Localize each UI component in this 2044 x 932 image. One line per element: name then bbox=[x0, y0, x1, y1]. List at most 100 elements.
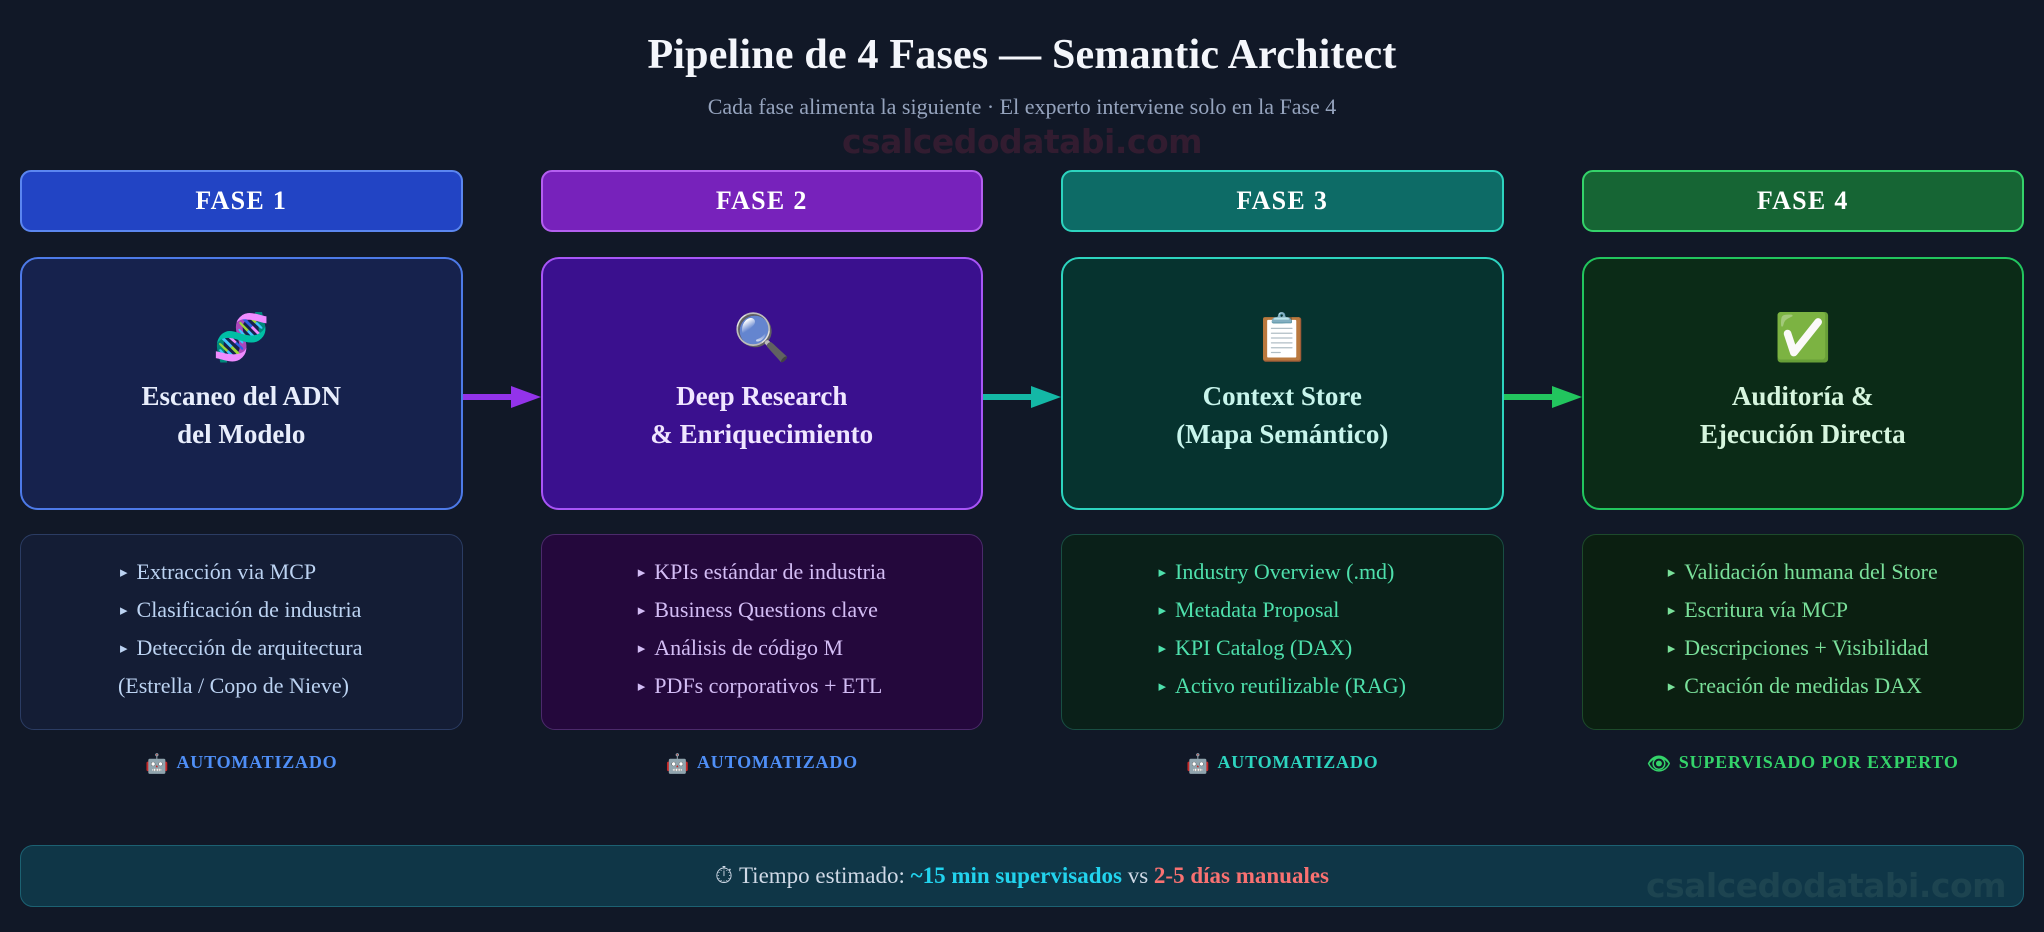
phase-header-3[interactable]: FASE 3 bbox=[1061, 170, 1504, 232]
phase-status-1: 🤖 AUTOMATIZADO bbox=[20, 752, 463, 775]
list-item-label: Activo reutilizable (RAG) bbox=[1175, 672, 1406, 698]
phase-status-3: 🤖 AUTOMATIZADO bbox=[1061, 752, 1504, 775]
list-item: ▸ Análisis de código M bbox=[638, 633, 886, 663]
bullet-list-inner: ▸ Industry Overview (.md) ▸ Metadata Propos… bbox=[1159, 557, 1406, 709]
bullet-marker-icon: ▸ bbox=[119, 565, 128, 581]
phase-card-title-2: Deep Research & Enriquecimiento bbox=[650, 381, 874, 449]
time-slow: 2-5 días manuales bbox=[1153, 863, 1329, 888]
list-item-label: Business Questions clave bbox=[654, 596, 878, 622]
status-badge: AUTOMATIZADO bbox=[1217, 751, 1379, 772]
list-item: ▸ Escritura vía MCP bbox=[1668, 595, 1938, 625]
footer-bar: ⏱Tiempo estimado: ~15 min supervisados v… bbox=[20, 845, 2024, 907]
time-middle: vs bbox=[1121, 863, 1154, 888]
phase-header-1[interactable]: FASE 1 bbox=[20, 170, 463, 232]
phase-card-title-3: Context Store (Mapa Semántico) bbox=[1176, 381, 1389, 449]
list-item-label: Extracción via MCP bbox=[136, 559, 317, 584]
clipboard-icon: 📋 bbox=[1253, 310, 1311, 365]
bullet-list-inner: ▸ Extracción via MCP ▸ Clasificación de ind… bbox=[117, 557, 363, 709]
list-item-label: KPIs estándar de industria bbox=[654, 559, 886, 584]
phase-bullet-list-1: ▸ Extracción via MCP ▸ Clasificación de ind… bbox=[20, 534, 463, 730]
bullet-marker-icon: ▸ bbox=[637, 602, 646, 619]
flow-arrow-2 bbox=[983, 384, 1061, 410]
list-item: ▸ Extracción via MCP bbox=[120, 557, 363, 587]
phase-card-title-4: Auditoría & Ejecución Directa bbox=[1699, 381, 1906, 449]
phase-column-4: FASE 4 ✅ Auditoría & Ejecución Directa ▸ Val… bbox=[1581, 170, 2025, 775]
list-item: ▸ KPI Catalog (DAX) bbox=[1159, 633, 1406, 663]
robot-icon: 🤖 bbox=[1186, 752, 1211, 775]
list-item-label: KPI Catalog (DAX) bbox=[1175, 634, 1353, 660]
page-subtitle: Cada fase alimenta la siguiente · El exp… bbox=[707, 94, 1337, 120]
list-item: (Estrella / Copo de Nieve) bbox=[117, 671, 363, 701]
bullet-marker-icon: ▸ bbox=[119, 602, 128, 619]
phase-column-3: FASE 3 📋 Context Store (Mapa Semántico) ▸ In… bbox=[1061, 170, 1504, 775]
stopwatch-icon: ⏱ bbox=[714, 863, 733, 889]
list-item: ▸ Industry Overview (.md) bbox=[1159, 557, 1406, 587]
list-item: ▸ Detección de arquitectura bbox=[120, 633, 363, 663]
list-item-label: Industry Overview (.md) bbox=[1175, 559, 1395, 584]
list-item-label: Validación humana del Store bbox=[1684, 559, 1938, 584]
list-item-label: Detección de arquitectura bbox=[136, 634, 363, 660]
bullet-marker-icon: ▸ bbox=[1667, 565, 1676, 581]
phase-card-title-1: Escaneo del ADN del Modelo bbox=[141, 381, 341, 449]
phase-bullet-list-4: ▸ Validación humana del Store ▸ Escritura v… bbox=[1581, 534, 2024, 730]
watermark-top: csalcedodatabi.com bbox=[841, 122, 1203, 161]
robot-icon: 🤖 bbox=[665, 752, 690, 775]
list-item: ▸ PDFs corporativos + ETL bbox=[638, 671, 886, 701]
page-title: Pipeline de 4 Fases — Semantic Architect bbox=[647, 32, 1397, 78]
phase-header-2[interactable]: FASE 2 bbox=[540, 170, 983, 232]
flow-arrow-1 bbox=[462, 384, 541, 410]
status-badge: SUPERVISADO POR EXPERTO bbox=[1678, 751, 1959, 772]
flow-arrow-3 bbox=[1503, 384, 1582, 410]
bullet-marker-icon: ▸ bbox=[1158, 565, 1167, 581]
phase-card-2[interactable]: 🔍 Deep Research & Enriquecimiento bbox=[540, 257, 983, 510]
time-fast: ~15 min supervisados bbox=[910, 863, 1122, 888]
list-item: ▸ Validación humana del Store bbox=[1668, 557, 1938, 587]
list-item-label: PDFs corporativos + ETL bbox=[654, 672, 883, 698]
list-item-label: Creación de medidas DAX bbox=[1684, 672, 1922, 698]
list-item-label: Clasificación de industria bbox=[136, 596, 362, 622]
list-item: ▸ Business Questions clave bbox=[638, 595, 886, 625]
bullet-marker-icon: ▸ bbox=[637, 678, 646, 695]
list-item: ▸ Descripciones + Visibilidad bbox=[1668, 633, 1938, 663]
magnifier-icon: 🔍 bbox=[733, 310, 791, 365]
list-item-label: Análisis de código M bbox=[654, 634, 844, 660]
phase-bullet-list-3: ▸ Industry Overview (.md) ▸ Metadata Propos… bbox=[1061, 534, 1504, 730]
phase-card-4[interactable]: ✅ Auditoría & Ejecución Directa bbox=[1581, 257, 2024, 510]
phase-status-2: 🤖AUTOMATIZADO bbox=[541, 752, 984, 775]
list-item-label: (Estrella / Copo de Nieve) bbox=[117, 672, 349, 698]
dna-icon: 🧬 bbox=[212, 310, 270, 365]
phase-bullet-list-2: ▸ KPIs estándar de industria ▸ Business Que… bbox=[540, 534, 983, 730]
phase-card-3[interactable]: 📋 Context Store (Mapa Semántico) bbox=[1061, 257, 1504, 510]
bullet-list-inner: ▸ Validación humana del Store ▸ Escritura v… bbox=[1668, 557, 1938, 709]
bullet-marker-icon: ▸ bbox=[1158, 640, 1167, 657]
bullet-list-inner: ▸ KPIs estándar de industria ▸ Business Que… bbox=[638, 557, 886, 709]
phase-columns: FASE 1 🧬 Escaneo del ADN del Modelo ▸ Extrac… bbox=[20, 170, 2024, 775]
bullet-marker-icon: ▸ bbox=[119, 640, 128, 657]
bullet-marker-icon: ▸ bbox=[1158, 602, 1167, 619]
phase-header-4[interactable]: FASE 4 bbox=[1581, 170, 2024, 232]
list-item-label: Descripciones + Visibilidad bbox=[1684, 634, 1929, 660]
list-item: ▸ Clasificación de industria bbox=[120, 595, 363, 625]
robot-icon: 🤖 bbox=[145, 752, 170, 775]
bullet-marker-icon: ▸ bbox=[1667, 678, 1676, 695]
status-badge: AUTOMATIZADO bbox=[176, 751, 338, 772]
estimated-time-text: ⏱Tiempo estimado: ~15 min supervisados v… bbox=[715, 863, 1329, 889]
time-prefix: Tiempo estimado: bbox=[738, 863, 911, 888]
list-item: ▸ Metadata Proposal bbox=[1159, 595, 1406, 625]
list-item: ▸ KPIs estándar de industria bbox=[638, 557, 886, 587]
eye-icon: 👁 bbox=[1646, 752, 1672, 775]
diagram-header: Pipeline de 4 Fases — Semantic Architect… bbox=[0, 30, 2044, 120]
bullet-marker-icon: ▸ bbox=[1667, 640, 1676, 657]
bullet-marker-icon: ▸ bbox=[637, 565, 646, 581]
list-item-label: Escritura vía MCP bbox=[1684, 596, 1848, 622]
list-item-label: Metadata Proposal bbox=[1175, 596, 1340, 622]
bullet-marker-icon: ▸ bbox=[1667, 602, 1676, 619]
phase-card-1[interactable]: 🧬 Escaneo del ADN del Modelo bbox=[20, 257, 463, 510]
phase-column-1: FASE 1 🧬 Escaneo del ADN del Modelo ▸ Extrac… bbox=[20, 170, 463, 775]
bullet-marker-icon: ▸ bbox=[637, 640, 646, 657]
phase-status-4: 👁 SUPERVISADO POR EXPERTO bbox=[1582, 752, 2025, 775]
list-item: ▸ Creación de medidas DAX bbox=[1668, 671, 1938, 701]
bullet-marker-icon: ▸ bbox=[1158, 678, 1167, 695]
check-mark-icon: ✅ bbox=[1774, 310, 1832, 365]
